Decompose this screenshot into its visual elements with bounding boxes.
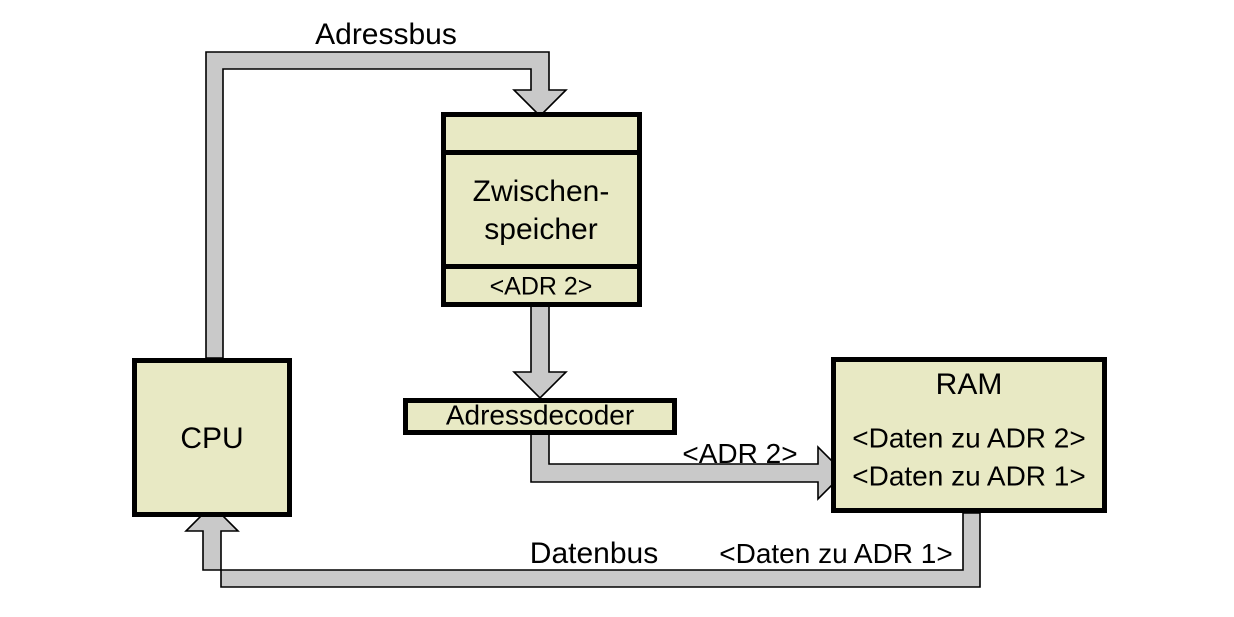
ram-box: [831, 357, 1107, 513]
data-bus-label: Datenbus: [530, 537, 658, 570]
decoder-to-ram-label: <ADR 2>: [682, 438, 797, 469]
buffer-to-decoder-connector: [512, 304, 568, 400]
cpu-box: [132, 358, 292, 517]
address-decoder-box: [403, 398, 677, 435]
buffer-label-line1: Zwischen-: [473, 175, 610, 208]
ram-node[interactable]: RAM <Daten zu ADR 2> <Daten zu ADR 1>: [831, 357, 1107, 513]
data-bus-payload-label: <Daten zu ADR 1>: [719, 538, 952, 569]
address-decoder-node[interactable]: Adressdecoder: [403, 398, 677, 435]
cpu-label: CPU: [180, 422, 243, 455]
buffer-address-value: <ADR 2>: [490, 273, 593, 301]
buffer-label-line2: speicher: [484, 213, 597, 246]
ram-row-2: <Daten zu ADR 1>: [852, 460, 1085, 491]
address-decoder-label: Adressdecoder: [446, 399, 634, 430]
address-bus-connector: [205, 51, 568, 359]
address-bus-label: Adressbus: [315, 18, 457, 51]
buffer-node[interactable]: Zwischen- speicher <ADR 2>: [441, 112, 642, 307]
ram-row-1: <Daten zu ADR 2>: [852, 422, 1085, 453]
cpu-node[interactable]: CPU: [132, 358, 292, 517]
data-bus-connector: [184, 503, 981, 588]
ram-label: RAM: [936, 368, 1003, 401]
buffer-box: [441, 112, 642, 307]
